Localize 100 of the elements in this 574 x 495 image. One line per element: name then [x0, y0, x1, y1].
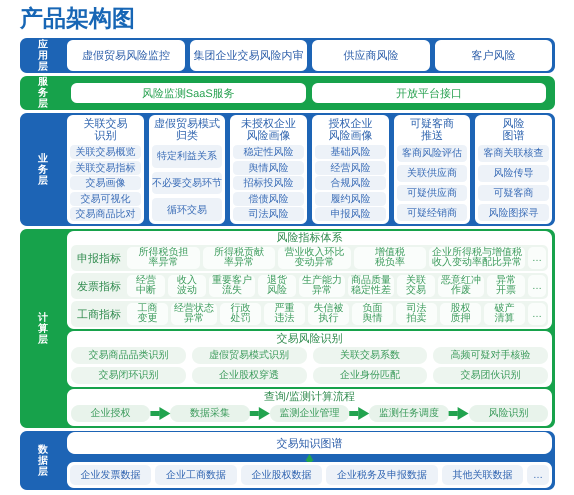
process-step: 监测企业管理: [270, 405, 350, 422]
risk-check-item: 企业股权穿透: [192, 367, 306, 384]
risk-check-item: 交易团伙识别: [433, 367, 548, 384]
data-source-item: 企业发票数据: [70, 465, 152, 485]
indicator-item: 负面舆情: [352, 303, 393, 325]
module-card: [312, 115, 389, 224]
risk-check-item: 虚假贸易模式识别: [192, 347, 306, 364]
process-step: 监测任务调度: [369, 405, 449, 422]
module-item: 关联交易指标: [70, 160, 141, 174]
indicator-item: 股权质押: [440, 303, 481, 325]
indicator-item: 关联交易: [397, 275, 435, 297]
diagram-title: 产品架构图: [20, 4, 135, 32]
ellipsis-item: …: [528, 303, 546, 325]
risk-check-item: 交易闭环识别: [71, 367, 186, 384]
indicator-row: [71, 301, 548, 327]
indicator-item: 所得税负担率异常: [127, 247, 200, 269]
indicator-item: 营业收入环比变动异常: [278, 247, 350, 269]
flow-arrow: [448, 407, 469, 420]
section-heading: 查询/监测计算流程: [264, 390, 356, 405]
data-source-item: 企业税务及申报数据: [326, 465, 438, 485]
module-card: [394, 115, 470, 224]
row-label: 申报指标: [77, 252, 121, 266]
indicator-item: 严重违法: [264, 303, 305, 325]
indicator-item: 失信被执行: [308, 303, 349, 325]
module-item: 偿债风险: [233, 192, 304, 206]
ellipsis-item: …: [527, 465, 550, 485]
module-item: 合规风险: [315, 176, 386, 190]
knowledge-graph-panel: 交易知识图谱: [67, 432, 552, 454]
indicator-item: 异常开票: [487, 275, 525, 297]
indicator-item: 增值税税负率: [354, 247, 426, 269]
module-item: 风险传导: [478, 164, 550, 182]
layer-band: [20, 113, 555, 226]
row-label: 发票指标: [77, 280, 121, 294]
application-item: 集团企业交易风险内审: [190, 40, 307, 71]
module-item: 风险图探寻: [478, 204, 550, 221]
process-step: 企业授权: [71, 405, 150, 422]
data-source-item: 企业工商数据: [155, 465, 237, 485]
indicator-item: 经营中断: [127, 275, 165, 297]
application-item: 客户风险: [434, 40, 552, 71]
ellipsis-item: …: [528, 247, 546, 269]
process-step: 数据采集: [170, 405, 250, 422]
module-item: 客商风险评估: [396, 145, 468, 162]
section-panel: [67, 389, 552, 426]
module-item: 稳定性风险: [233, 145, 304, 159]
indicator-item: 行政处罚: [220, 303, 261, 325]
risk-check-item: 企业身份匹配: [312, 367, 428, 384]
section-heading: 风险指标体系: [276, 231, 342, 245]
card-heading: 未授权企业风险画像: [240, 118, 297, 142]
layer-band: [20, 38, 555, 73]
module-item: 可疑客商: [478, 184, 550, 202]
module-card: [230, 115, 308, 224]
indicator-item: 生产能力异常: [299, 275, 345, 297]
card-heading: 可疑客商推送: [409, 118, 455, 142]
module-item: 交易可视化: [70, 192, 141, 206]
card-heading: 风险图谱: [502, 118, 526, 142]
module-item: 特定利益关系: [152, 145, 222, 168]
data-sources-panel: [67, 462, 552, 488]
section-panel: [67, 231, 552, 329]
module-card: [67, 115, 144, 224]
indicator-item: 司法拍卖: [396, 303, 437, 325]
module-item: 履约风险: [315, 192, 386, 206]
row-label: 工商指标: [77, 308, 121, 322]
indicator-item: 工商变更: [127, 303, 168, 325]
module-item: 舆情风险: [233, 160, 304, 174]
application-item: 虚假贸易风险监控: [67, 40, 184, 71]
risk-check-item: 关联交易系数: [312, 347, 428, 364]
layer-label: 业务层: [38, 153, 48, 186]
process-step: 风险识别: [468, 405, 548, 422]
indicator-item: 重要客户流失: [209, 275, 255, 297]
module-item: 关联供应商: [396, 164, 468, 182]
indicator-item: 所得税贡献率异常: [202, 247, 275, 269]
indicator-item: 收入波动: [168, 275, 206, 297]
module-item: 交易商品比对: [70, 207, 141, 221]
indicator-item: 恶意红冲作废: [438, 275, 484, 297]
module-item: 客商关联核查: [478, 145, 550, 162]
service-item: 风险监测SaaS服务: [71, 83, 306, 103]
layer-label: 计算层: [38, 312, 48, 345]
layer-label: 数据层: [38, 444, 48, 477]
layer-band: [20, 76, 555, 110]
section-heading: 交易风险识别: [276, 332, 342, 347]
module-card: [475, 115, 552, 224]
indicator-item: 退货风险: [258, 275, 296, 297]
module-item: 基础风险: [315, 145, 386, 159]
section-panel: [67, 331, 552, 387]
module-item: 招标投风险: [233, 176, 304, 190]
module-item: 可疑供应商: [396, 184, 468, 202]
risk-check-item: 高频可疑对手核验: [433, 347, 548, 364]
module-item: 关联交易概览: [70, 145, 141, 159]
risk-check-item: 交易商品品类识别: [71, 347, 186, 364]
module-item: 可疑经销商: [396, 204, 468, 221]
data-source-item: 企业股权数据: [240, 465, 322, 485]
module-item: 司法风险: [233, 207, 304, 221]
layer-label: 服务层: [38, 76, 48, 110]
layer-label: 应用层: [38, 39, 48, 72]
module-item: 不必要交易环节: [152, 172, 222, 194]
module-item: 交易画像: [70, 176, 141, 190]
indicator-item: 破产清算: [484, 303, 525, 325]
module-item: 经营风险: [315, 160, 386, 174]
layer-band: [20, 431, 555, 490]
module-item: 循环交易: [152, 198, 222, 222]
